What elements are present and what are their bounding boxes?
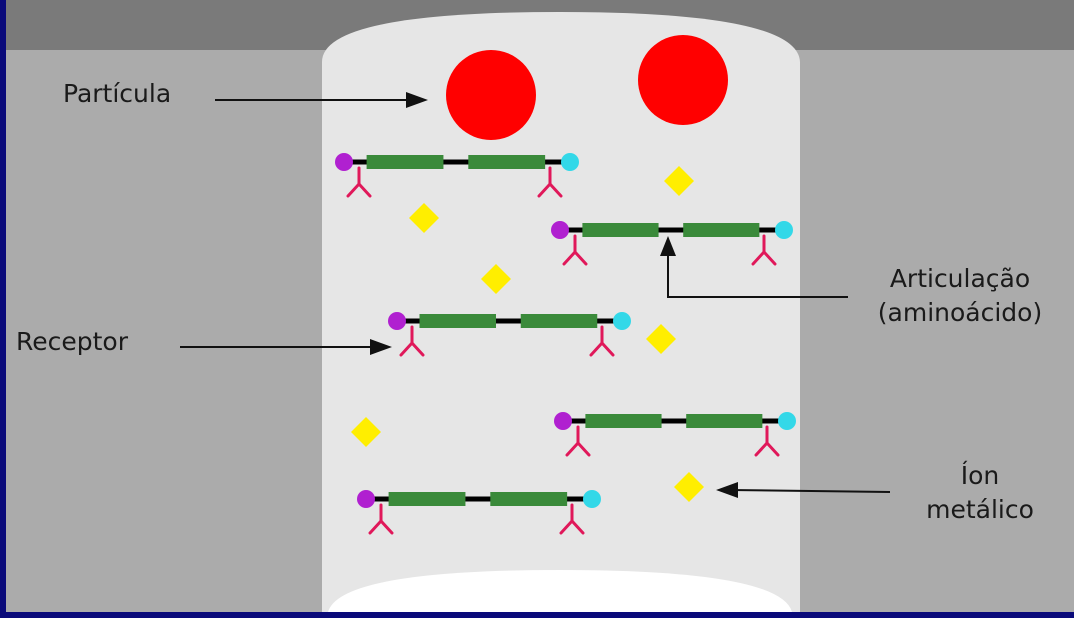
receptor bbox=[559, 503, 585, 535]
receptor-arm bbox=[410, 341, 425, 357]
metal-ion bbox=[664, 166, 694, 196]
label-particle: Partícula bbox=[63, 79, 171, 108]
peptide-chain bbox=[551, 221, 793, 266]
arrowheads bbox=[370, 92, 738, 498]
channel bbox=[322, 12, 800, 612]
receptor bbox=[562, 234, 588, 266]
receptor-arm bbox=[765, 441, 780, 457]
receptor-arm bbox=[559, 519, 574, 535]
receptor-arm bbox=[537, 182, 552, 198]
particle bbox=[446, 50, 536, 140]
label-joint-line1: Articulação bbox=[890, 264, 1030, 293]
receptor-arm bbox=[357, 182, 372, 198]
receptor bbox=[751, 234, 777, 266]
receptor-arm bbox=[576, 441, 591, 457]
receptor bbox=[537, 166, 563, 198]
receptor-arm bbox=[600, 341, 615, 357]
chain-left-cap bbox=[335, 153, 353, 171]
arrow-ion bbox=[729, 489, 891, 493]
chain-segment bbox=[520, 314, 598, 328]
arrow-joint bbox=[667, 252, 848, 298]
chains bbox=[335, 153, 796, 535]
metal-ion bbox=[646, 324, 676, 354]
chain-segment bbox=[419, 314, 496, 328]
chain-segment bbox=[585, 414, 662, 428]
channel-bottom-opening bbox=[328, 570, 792, 612]
label-ion-line1: Íon bbox=[961, 461, 1000, 490]
particle bbox=[638, 35, 728, 125]
receptor-arm bbox=[562, 250, 577, 266]
metal-ion bbox=[481, 264, 511, 294]
peptide-chain bbox=[388, 312, 631, 357]
chain-left-cap bbox=[388, 312, 406, 330]
metal-ion bbox=[409, 203, 439, 233]
receptor bbox=[368, 503, 394, 535]
receptor bbox=[399, 325, 425, 357]
receptor-arm bbox=[548, 182, 563, 198]
receptor bbox=[346, 166, 372, 198]
receptor-arm bbox=[368, 519, 383, 535]
arrowhead-joint bbox=[660, 236, 676, 256]
receptor-arm bbox=[346, 182, 361, 198]
chain-right-cap bbox=[561, 153, 579, 171]
peptide-chain bbox=[554, 412, 796, 457]
arrowhead-receptor bbox=[370, 339, 392, 355]
chain-segment bbox=[686, 414, 763, 428]
label-ion-line2: metálico bbox=[926, 495, 1034, 524]
chain-right-cap bbox=[583, 490, 601, 508]
chain-left-cap bbox=[357, 490, 375, 508]
chain-segment bbox=[490, 492, 568, 506]
metal-ion bbox=[351, 417, 381, 447]
receptor bbox=[589, 325, 615, 357]
receptor bbox=[754, 425, 780, 457]
receptor-arm bbox=[570, 519, 585, 535]
peptide-chain bbox=[357, 490, 601, 535]
arrowhead-ion bbox=[716, 482, 738, 498]
chain-segment bbox=[468, 155, 546, 169]
label-joint-line2: (aminoácido) bbox=[878, 298, 1042, 327]
chain-left-cap bbox=[551, 221, 569, 239]
receptor-arm bbox=[379, 519, 394, 535]
ions bbox=[351, 166, 704, 502]
chain-right-cap bbox=[613, 312, 631, 330]
receptor-arm bbox=[754, 441, 769, 457]
receptor-arm bbox=[762, 250, 777, 266]
particles bbox=[446, 35, 728, 140]
chain-segment bbox=[683, 223, 760, 237]
receptor-arm bbox=[589, 341, 604, 357]
receptor-arm bbox=[399, 341, 414, 357]
arrowhead-particle bbox=[406, 92, 428, 108]
receptor-arm bbox=[565, 441, 580, 457]
chain-segment bbox=[366, 155, 444, 169]
receptor bbox=[565, 425, 591, 457]
arrows bbox=[180, 99, 891, 493]
chain-right-cap bbox=[778, 412, 796, 430]
chain-left-cap bbox=[554, 412, 572, 430]
chain-segment bbox=[582, 223, 659, 237]
receptor-arm bbox=[573, 250, 588, 266]
receptor-arm bbox=[751, 250, 766, 266]
chain-segment bbox=[388, 492, 466, 506]
chain-right-cap bbox=[775, 221, 793, 239]
label-receptor: Receptor bbox=[16, 327, 129, 356]
peptide-chain bbox=[335, 153, 579, 198]
metal-ion bbox=[674, 472, 704, 502]
